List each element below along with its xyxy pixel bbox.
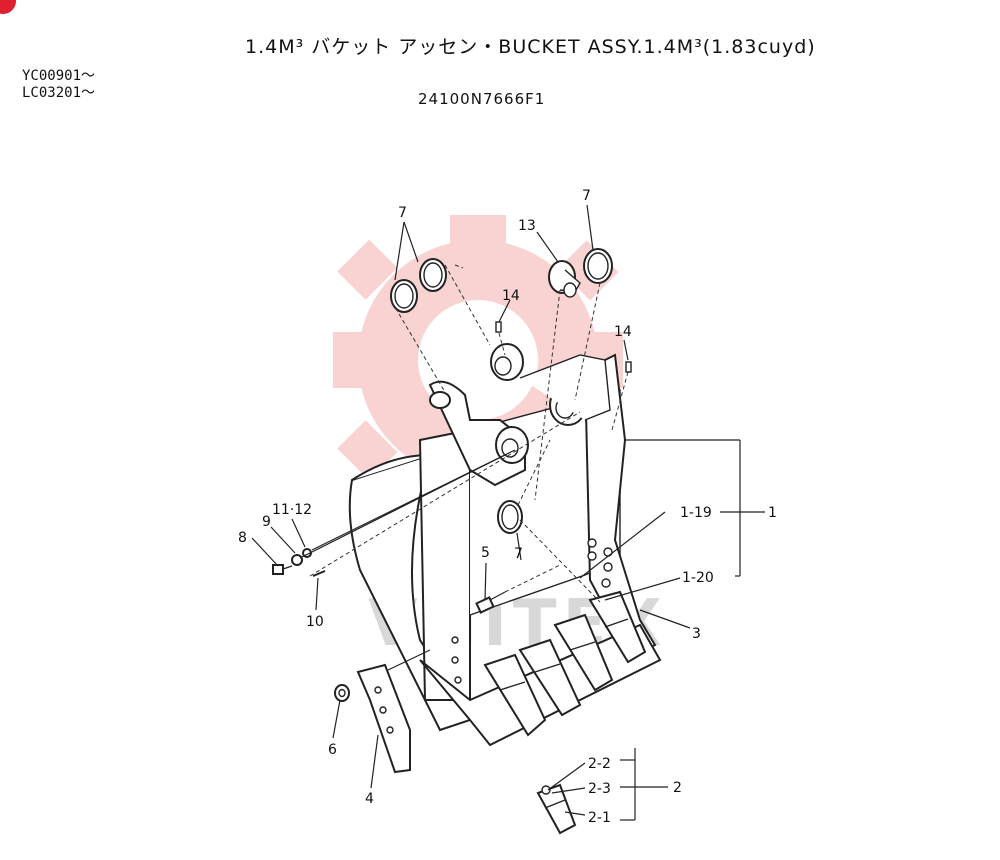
callout-2-1: 2-1 [588, 810, 611, 826]
serial-range-1: YC00901～ [22, 68, 96, 84]
serial-range-2: LC03201～ [22, 85, 96, 101]
pin-13 [548, 260, 581, 298]
callout-1-20: 1-20 [682, 570, 714, 586]
callout-3: 3 [692, 626, 701, 642]
callout-2-2: 2-2 [588, 756, 611, 772]
callout-8: 8 [238, 530, 247, 546]
leader-lines [251, 204, 765, 821]
callout-labels: 7 7 7 13 14 14 1-19 1 1-20 3 8 9 11·12 1… [238, 188, 777, 826]
callout-14-right: 14 [614, 324, 632, 340]
assembly-part-number: 24100N7666F1 [418, 90, 546, 108]
bucket-teeth [483, 590, 647, 737]
bucket-bosses [428, 343, 611, 487]
serial-range: YC00901～ LC03201～ [22, 68, 95, 102]
callout-2: 2 [673, 780, 682, 796]
grease-fittings-14 [495, 321, 632, 373]
callout-1-19: 1-19 [680, 505, 712, 521]
diagram-title: 1.4M³ バケット アッセン・BUCKET ASSY.1.4M³(1.83cu… [245, 36, 816, 58]
o-rings-7 [390, 248, 613, 534]
callout-1: 1 [768, 505, 777, 521]
assembly-guide-lines [391, 264, 629, 603]
callout-2-3: 2-3 [588, 781, 611, 797]
callout-7-left: 7 [398, 205, 407, 221]
callout-4: 4 [365, 791, 374, 807]
callout-5: 5 [481, 545, 490, 561]
pin-hardware [272, 411, 581, 577]
callout-10: 10 [306, 614, 324, 630]
bolt-5 [475, 564, 561, 614]
callout-9: 9 [262, 514, 271, 530]
callout-6: 6 [328, 742, 337, 758]
side-cutter [356, 649, 431, 774]
callout-7-lower: 7 [514, 546, 523, 562]
callout-11-12: 11·12 [272, 502, 312, 518]
callout-7-right: 7 [582, 188, 591, 204]
nut-6 [334, 684, 350, 702]
callout-13: 13 [518, 218, 536, 234]
tooth-assembly-2 [536, 783, 577, 835]
callout-14-left: 14 [502, 288, 520, 304]
